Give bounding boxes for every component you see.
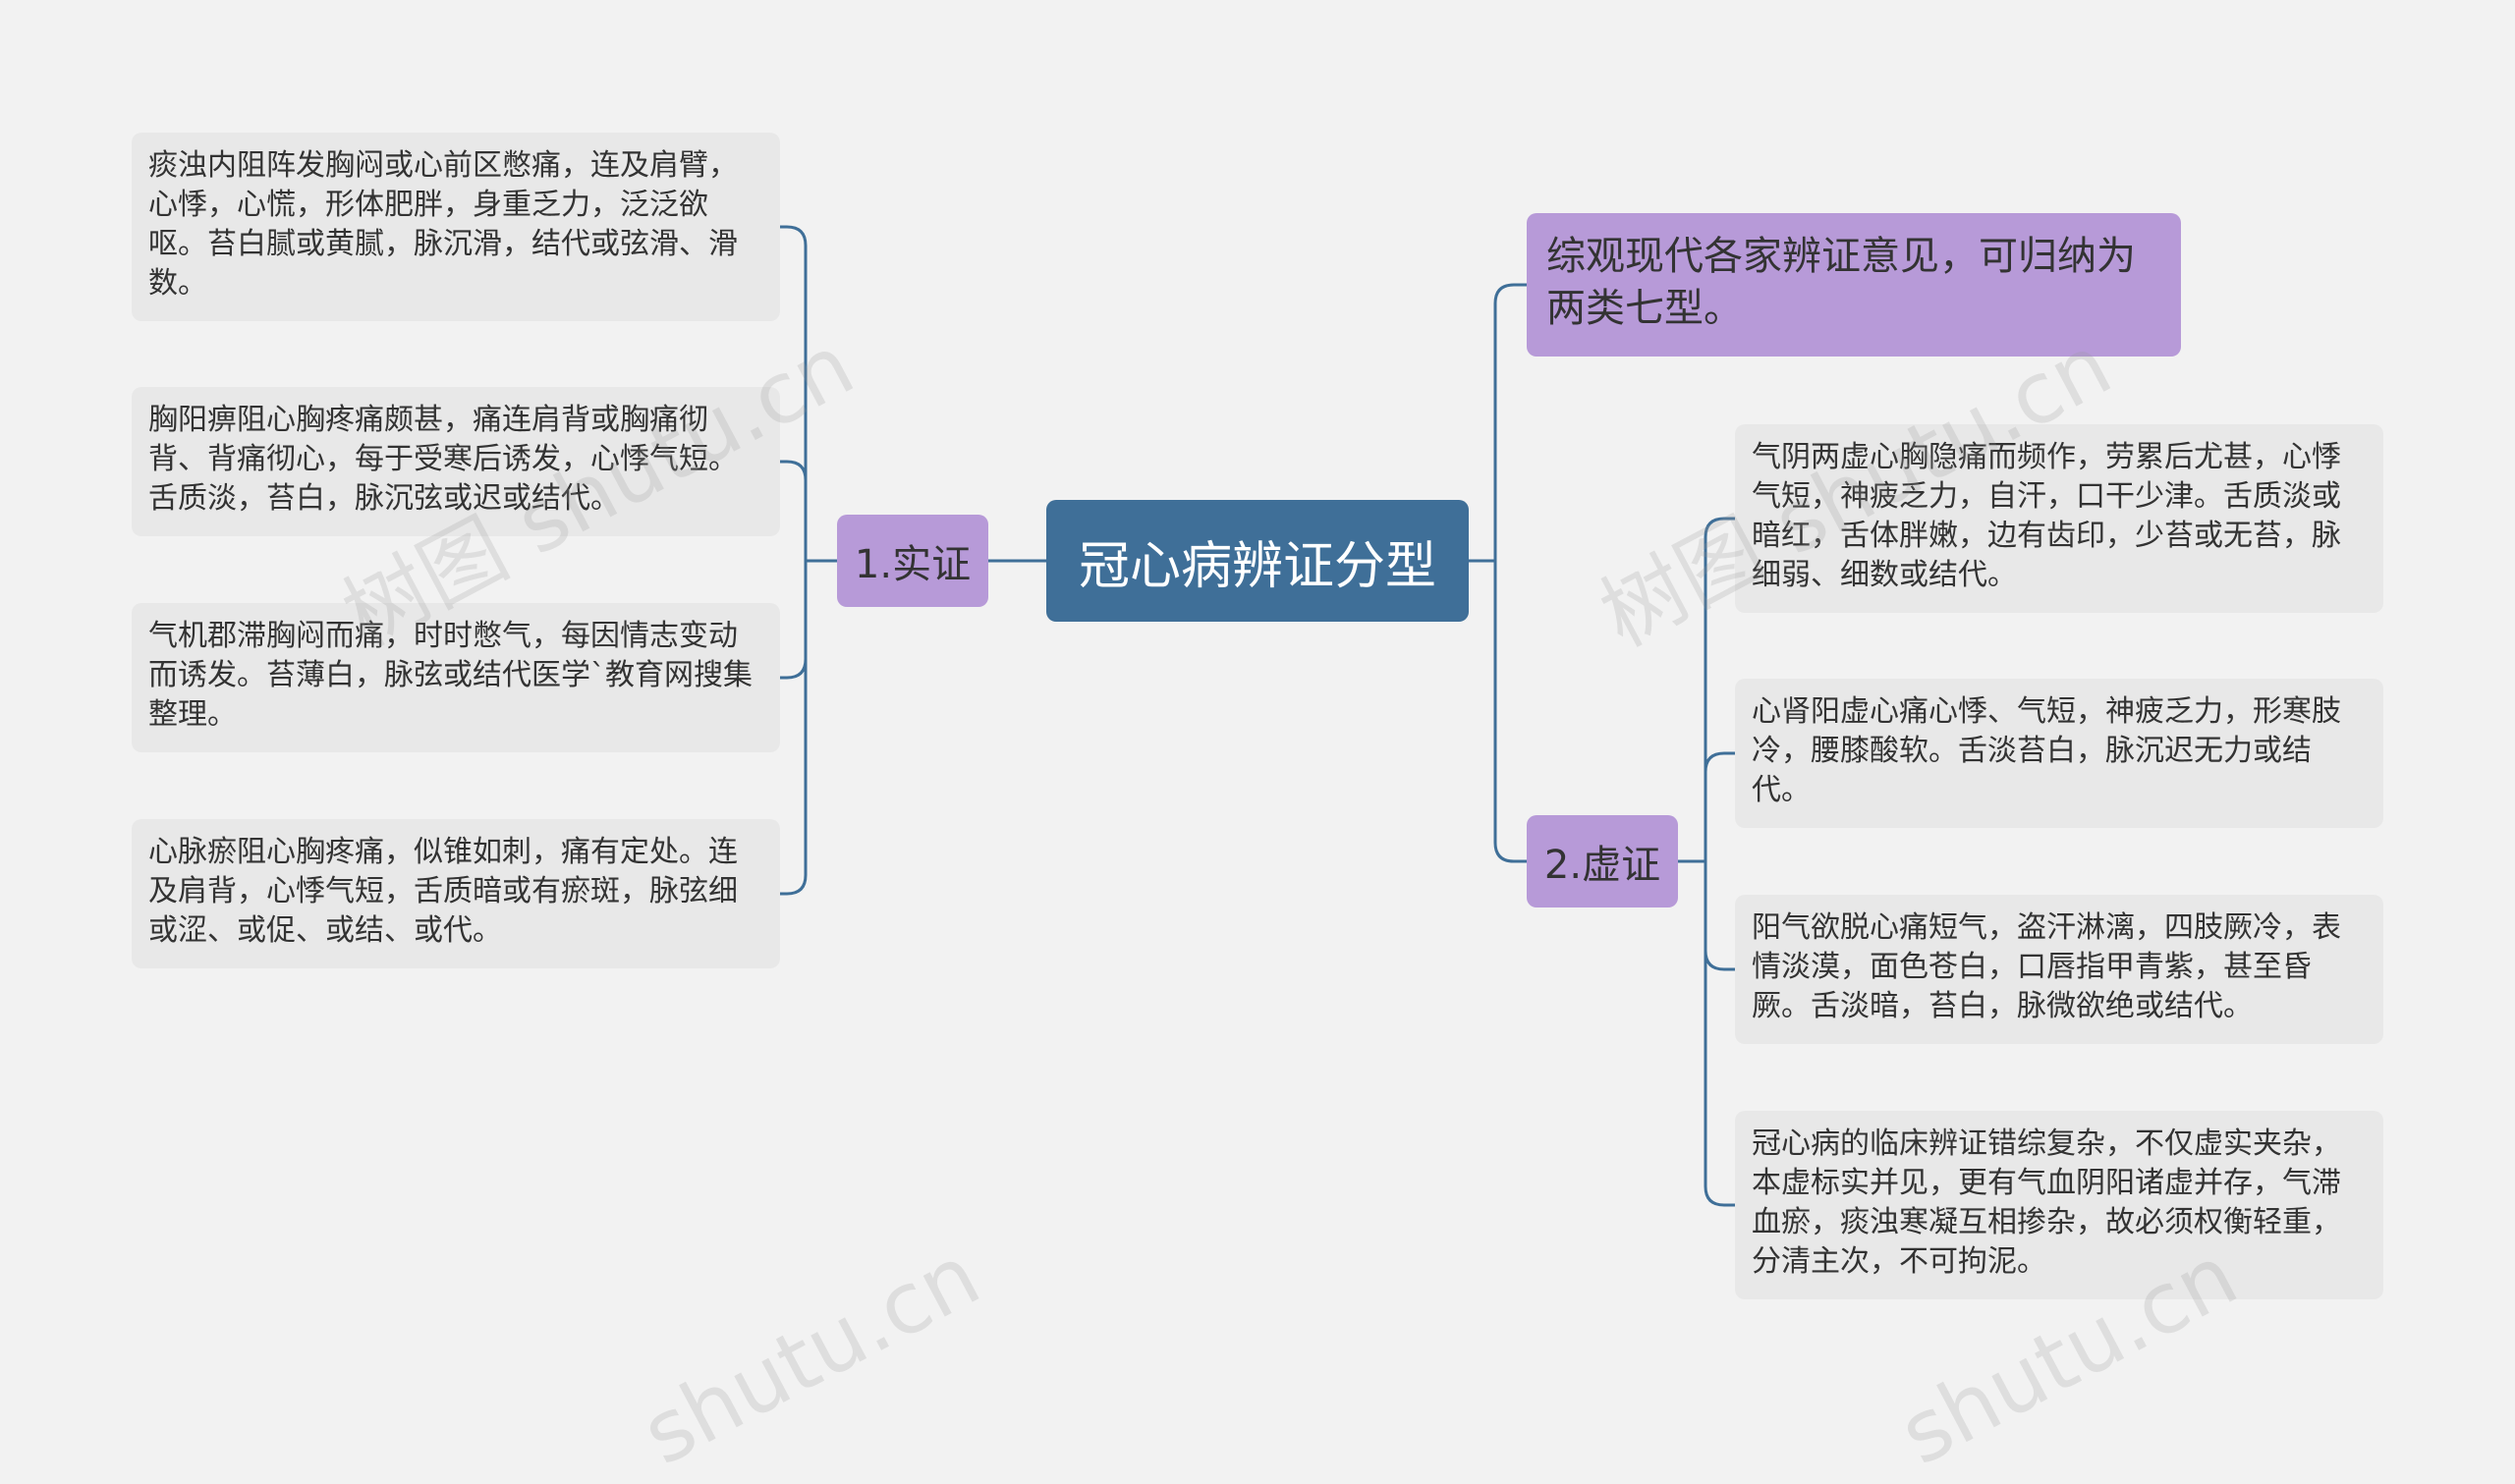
- leaf-xin-shen-yang-xu[interactable]: 心肾阳虚心痛心悸、气短，神疲乏力，形寒肢冷，腰膝酸软。舌淡苔白，脉沉迟无力或结代…: [1735, 679, 2383, 828]
- leaf-text: 气阴两虚心胸隐痛而频作，劳累后尤甚，心悸气短，神疲乏力，自汗，口干少津。舌质淡或…: [1752, 440, 2341, 592]
- connector-right-leaf-3: [1704, 859, 1737, 971]
- root-topic-label: 冠心病辨证分型: [1078, 536, 1436, 596]
- leaf-text: 胸阳痹阻心胸疼痛颇甚，痛连肩背或胸痛彻背、背痛彻心，每于受寒后诱发，心悸气短。舌…: [148, 403, 738, 516]
- connector-left-leaf-3: [778, 559, 808, 680]
- connector-right-branch: [1493, 559, 1529, 863]
- leaf-text: 痰浊内阻阵发胸闷或心前区憋痛，连及肩臂，心悸，心慌，形体肥胖，身重乏力，泛泛欲呕…: [148, 148, 738, 301]
- leaf-yang-qi-yu-tuo[interactable]: 阳气欲脱心痛短气，盗汗淋漓，四肢厥冷，表情淡漠，面色苍白，口唇指甲青紫，甚至昏厥…: [1735, 895, 2383, 1044]
- leaf-qi-ji-yu-zhi[interactable]: 气机郡滞胸闷而痛，时时憋气，每因情志变动而诱发。苔薄白，脉弦或结代医学`教育网搜…: [132, 603, 780, 752]
- connector-right-leaf-4: [1704, 859, 1737, 1207]
- mind-map-canvas: 冠心病辨证分型 1.实证 2.虚证 综观现代各家辨证意见，可归纳为两类七型。 痰…: [132, 133, 2383, 1484]
- branch-xu-zheng[interactable]: 2.虚证: [1527, 815, 1678, 907]
- leaf-text: 心肾阳虚心痛心悸、气短，神疲乏力，形寒肢冷，腰膝酸软。舌淡苔白，脉沉迟无力或结代…: [1752, 694, 2341, 807]
- branch-label: 1.实证: [854, 542, 972, 587]
- leaf-qi-yin-liang-xu[interactable]: 气阴两虚心胸隐痛而频作，劳累后尤甚，心悸气短，神疲乏力，自汗，口干少津。舌质淡或…: [1735, 424, 2383, 613]
- connector-right-summary: [1493, 283, 1529, 563]
- summary-text: 综观现代各家辨证意见，可归纳为两类七型。: [1546, 234, 2136, 331]
- leaf-text: 心脉瘀阻心胸疼痛，似锥如刺，痛有定处。连及肩背，心悸气短，舌质暗或有瘀斑，脉弦细…: [148, 835, 738, 948]
- leaf-clinical-note[interactable]: 冠心病的临床辨证错综复杂，不仅虚实夹杂，本虚标实并见，更有气血阴阳诸虚并存，气滞…: [1735, 1111, 2383, 1299]
- connector-right-leaf-1: [1676, 517, 1737, 863]
- connector-left-leaf-2: [778, 460, 808, 563]
- connector-right-leaf-2: [1704, 751, 1737, 863]
- leaf-tan-zhuo-nei-zu[interactable]: 痰浊内阻阵发胸闷或心前区憋痛，连及肩臂，心悸，心慌，形体肥胖，身重乏力，泛泛欲呕…: [132, 133, 780, 321]
- leaf-xin-mai-yu-zu[interactable]: 心脉瘀阻心胸疼痛，似锥如刺，痛有定处。连及肩背，心悸气短，舌质暗或有瘀斑，脉弦细…: [132, 819, 780, 968]
- leaf-text: 气机郡滞胸闷而痛，时时憋气，每因情志变动而诱发。苔薄白，脉弦或结代医学`教育网搜…: [148, 619, 753, 732]
- connector-left-leaf-1: [778, 225, 839, 563]
- root-topic[interactable]: 冠心病辨证分型: [1046, 500, 1469, 622]
- summary-topic[interactable]: 综观现代各家辨证意见，可归纳为两类七型。: [1527, 213, 2181, 357]
- connector-lines: [778, 225, 1737, 1207]
- connector-left-leaf-4: [778, 559, 808, 896]
- leaf-text: 冠心病的临床辨证错综复杂，不仅虚实夹杂，本虚标实并见，更有气血阴阳诸虚并存，气滞…: [1752, 1127, 2341, 1279]
- leaf-xiong-yang-bi-zu[interactable]: 胸阳痹阻心胸疼痛颇甚，痛连肩背或胸痛彻背、背痛彻心，每于受寒后诱发，心悸气短。舌…: [132, 387, 780, 536]
- branch-shi-zheng[interactable]: 1.实证: [837, 515, 988, 607]
- leaf-text: 阳气欲脱心痛短气，盗汗淋漓，四肢厥冷，表情淡漠，面色苍白，口唇指甲青紫，甚至昏厥…: [1752, 910, 2341, 1023]
- branch-label: 2.虚证: [1543, 843, 1661, 888]
